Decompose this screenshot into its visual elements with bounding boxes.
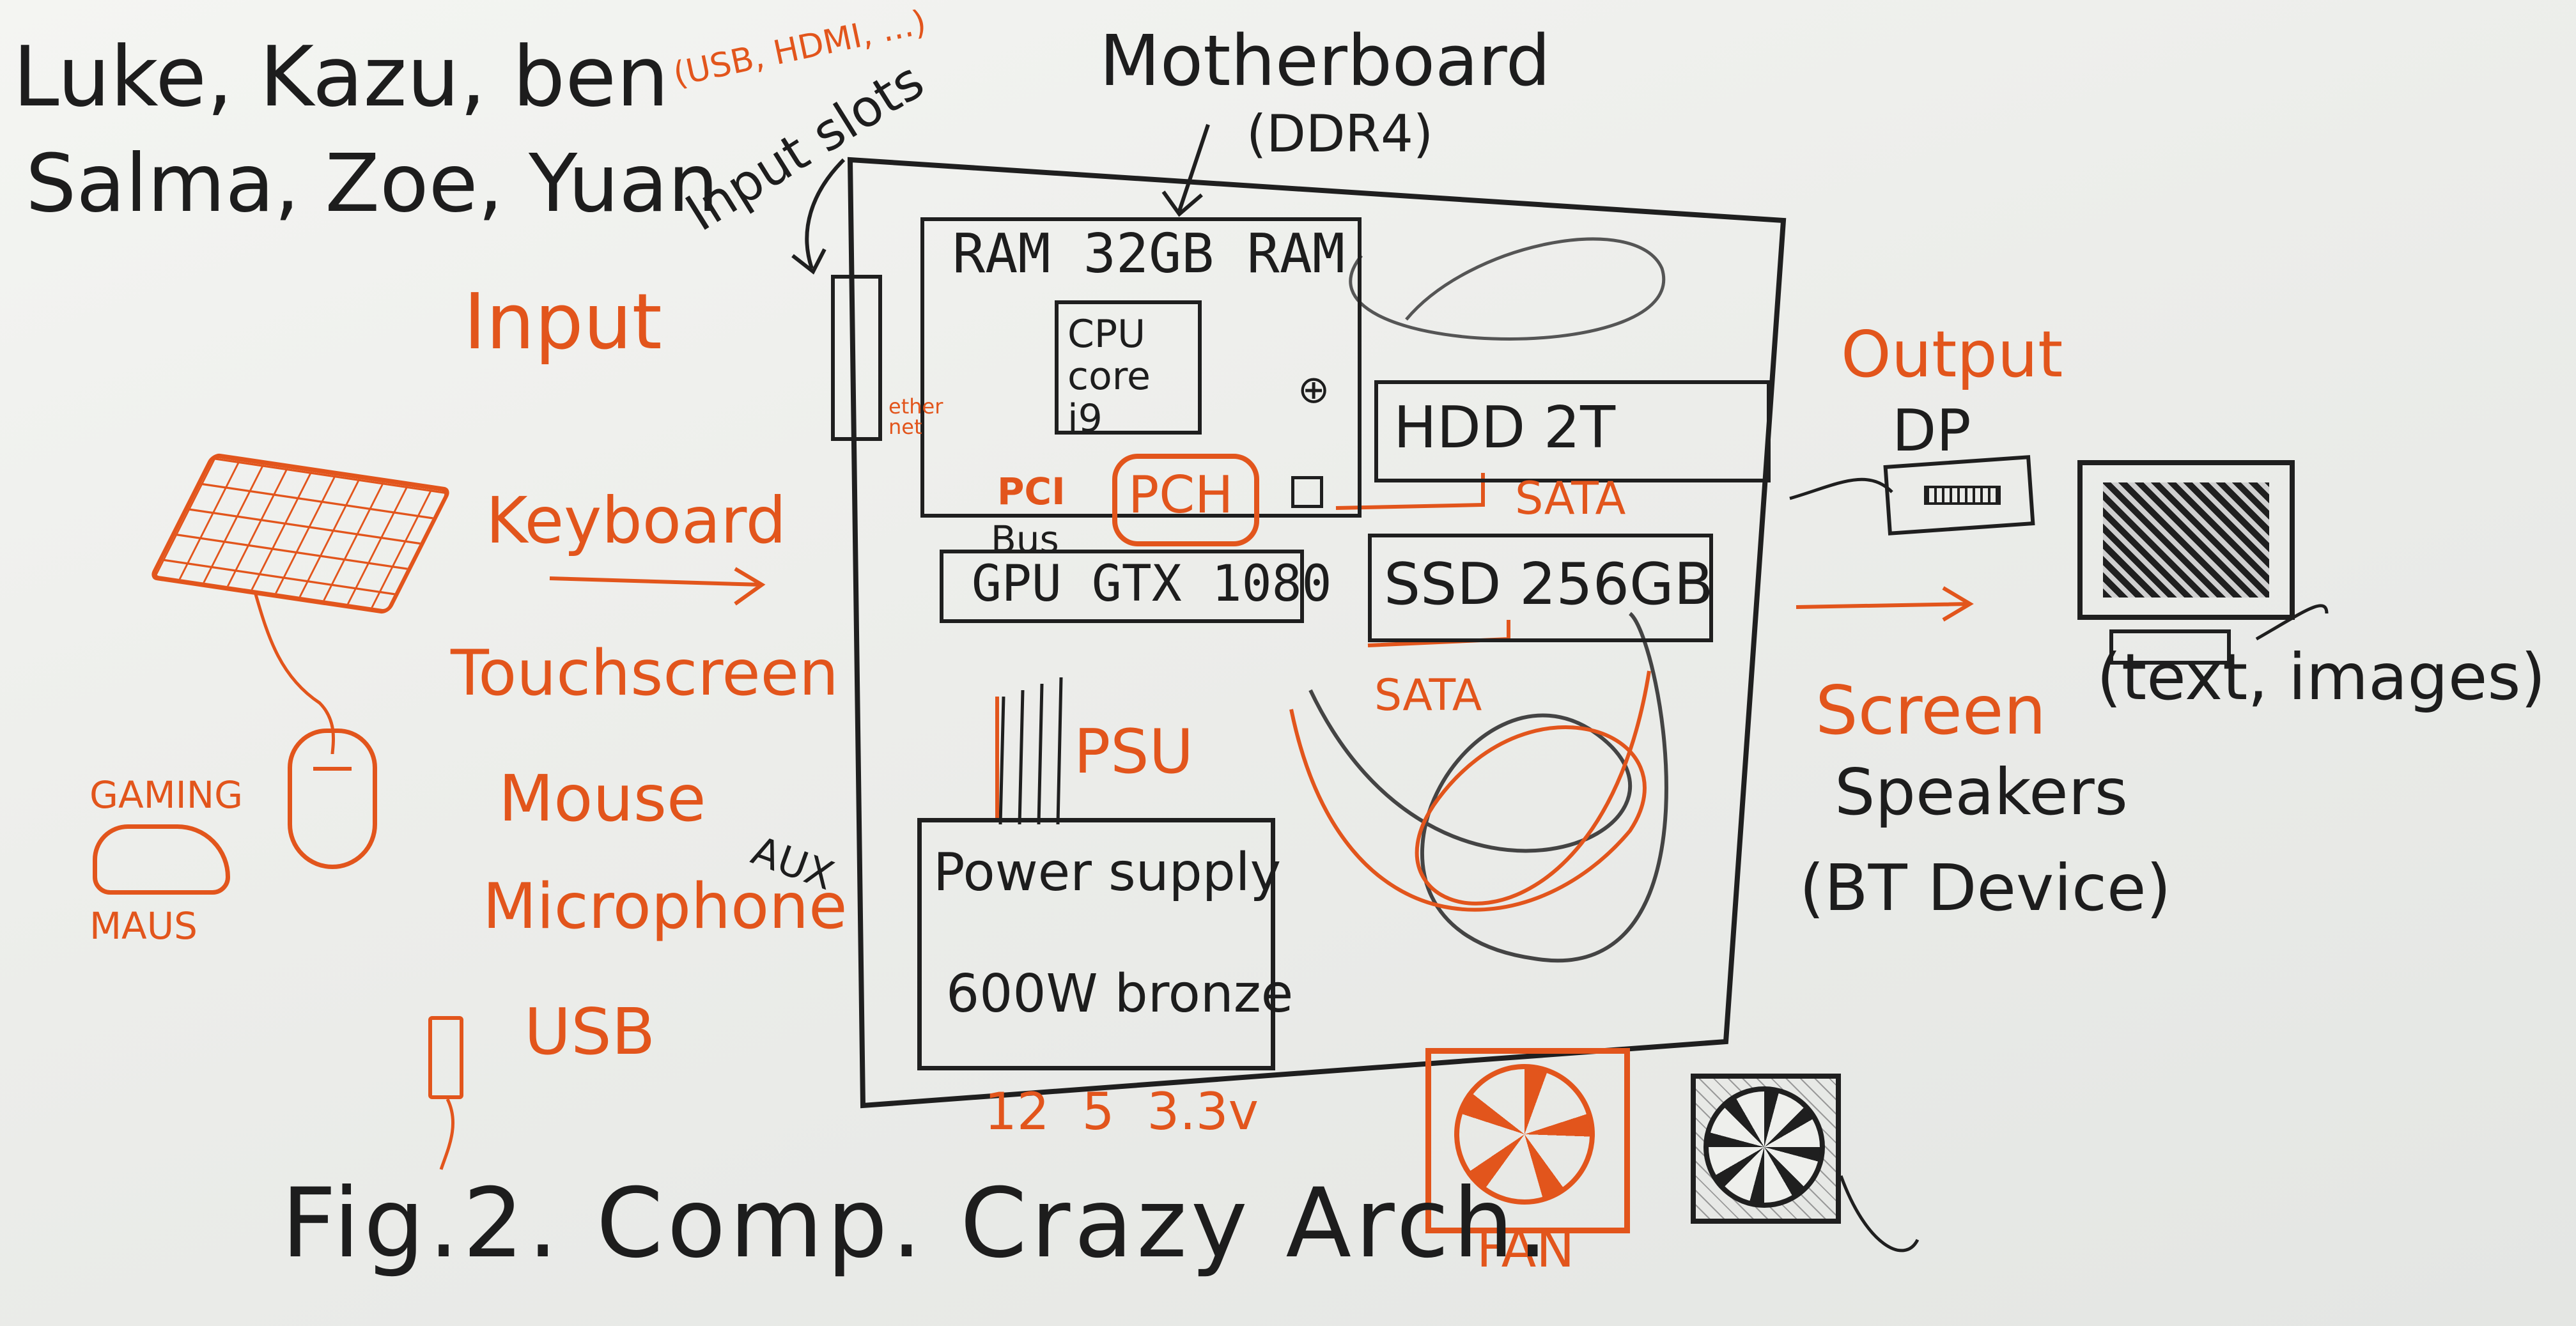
input-item-touchscreen: Touchscreen [451,637,839,710]
motherboard-subtitle: (DDR4) [1246,104,1434,164]
speakers-label: Speakers [1835,755,2128,829]
output-title: Output [1841,317,2063,392]
gpu-label: GPU GTX 1080 [972,555,1332,613]
fan-orange-icon [1454,1064,1595,1205]
psu-label: PSU [1074,717,1194,787]
ram-label: RAM 32GB RAM [952,222,1346,286]
sata-label-top: SATA [1515,472,1626,525]
psu-line-2: 600W bronze [946,964,1294,1024]
pch-box [1112,454,1259,546]
psu-line-1: Power supply [933,842,1282,903]
hdd-box [1374,380,1771,482]
input-item-keyboard: Keyboard [486,483,787,558]
monitor-icon [2077,460,2295,620]
ssd-box [1368,534,1713,642]
bt-device-label: (BT Device) [1799,851,2171,925]
monitor-stand [2109,629,2231,665]
dp-label: DP [1892,397,1971,465]
team-names-line-1: Luke, Kazu, ben [13,28,669,125]
mouse-wheel [313,767,352,771]
hdd-label: HDD 2T [1393,394,1616,461]
mainboard-area [920,217,1362,518]
ethernet-label: ether net [888,394,943,439]
input-item-microphone: Microphone [483,870,848,943]
gpu-box [940,550,1304,623]
io-ports [831,275,882,441]
gaming-label: GAMING [89,773,244,817]
figure-caption: Fig.2. Comp. Crazy Arch. [281,1168,1552,1279]
cpu-label: CPU core i9 [1067,312,1151,441]
screen-label: Screen [1815,672,2046,750]
monitor-screen [2103,482,2269,597]
fan-black-icon [1703,1086,1825,1208]
pci-label: PCI [997,470,1066,513]
fan-orange-box [1425,1048,1630,1233]
power-supply-box [917,818,1275,1070]
input-item-usb: USB [524,994,656,1069]
dp-connector [1924,486,2001,505]
screen-note: (text, images) [2097,640,2546,714]
pch-label: PCH [1128,465,1234,525]
sata-label-bottom: SATA [1374,670,1482,721]
ssd-label: SSD 256GB [1384,551,1714,618]
fan-label: FAN [1477,1219,1575,1279]
cpu-box [1055,300,1202,435]
mouse-icon [288,729,377,869]
voltages-label: 12 5 3.3v [984,1082,1259,1141]
battery-icon [1291,476,1323,508]
motherboard-title: Motherboard [1099,20,1551,102]
power-connector-icon: ⊕ [1298,367,1330,412]
usb-stick-icon [428,1016,463,1099]
maus-label: MAUS [89,904,198,948]
input-title: Input [463,278,662,367]
gaming-mouse-icon [93,824,230,895]
input-item-mouse: Mouse [499,761,706,836]
team-names-line-2: Salma, Zoe, Yuan [26,137,719,230]
